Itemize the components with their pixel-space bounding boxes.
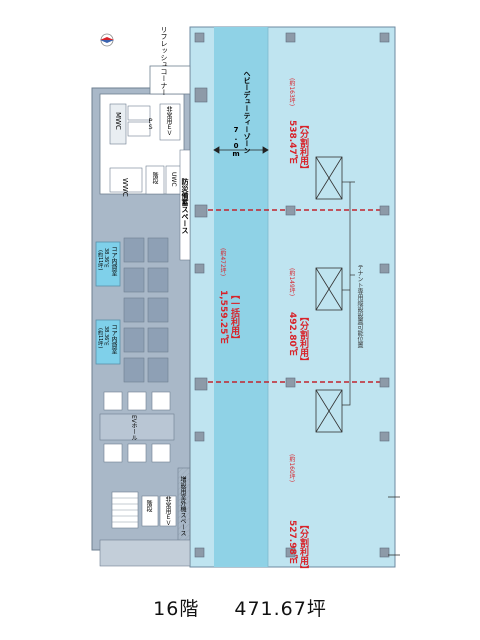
sub-ev-label: 非常用ＥＶ [164, 496, 171, 526]
whole-use-area: 1,559.25㎡ [218, 290, 228, 344]
floor-number: 16階 [153, 598, 200, 620]
disaster-storage-band [179, 149, 191, 261]
heavy-duty-zone-label: ヘビーデューティーゾーン [243, 70, 251, 154]
split-mid-title: 【分割利用】 [298, 312, 308, 366]
split-top-tsubo: (約163坪) [288, 78, 295, 107]
core-storage-lower-title: コア内貸室 [110, 324, 117, 354]
refresh-corner-area [149, 65, 191, 95]
floor-caption: 16階 471.67坪 [0, 594, 480, 621]
heavy-duty-zone [214, 27, 268, 567]
emergency-ev-label: 非常用ＥＶ [165, 106, 172, 136]
ev-hall [99, 413, 175, 441]
north-arrow-icon [100, 33, 114, 47]
whole-use-title: 【一括利用】 [229, 290, 239, 344]
core-storage-upper-room [95, 241, 121, 287]
dimension-arrow [213, 146, 269, 154]
split-top-area: 538.47㎡ [287, 120, 297, 164]
ev-hall-label: EVホール [130, 415, 137, 441]
mwc-label: MWC [114, 112, 122, 130]
split-mid-tsubo: (約149坪) [288, 268, 295, 297]
tenant-riser-shafts [315, 156, 343, 433]
core-storage-upper-tsubo: (約11坪) [97, 250, 103, 271]
core-storage-lower-room [95, 319, 121, 365]
core-storage-lower-area: 38.36㎡ [103, 326, 109, 346]
floor-area: 471.67坪 [234, 598, 327, 620]
stairs-label: 階段 [151, 172, 158, 184]
heavy-duty-width-label: 7.0m [232, 126, 240, 158]
core-storage-upper-area: 38.36㎡ [103, 248, 109, 268]
lower-stairs-label: 階段 [145, 500, 152, 512]
split-top-title: 【分割利用】 [298, 120, 308, 174]
ps-label: ＰＳ [146, 118, 153, 130]
core-storage-upper-title: コア内貸室 [110, 246, 117, 276]
columns [194, 32, 390, 558]
split-bottom-title: 【分割利用】 [298, 520, 308, 574]
split-mid-area: 492.80㎡ [287, 312, 297, 356]
outdoor-unit-label: 増設用室外機スペース [179, 476, 186, 536]
whole-use-tsubo: (約472坪) [219, 248, 226, 277]
uwc-label: UWC [170, 172, 177, 187]
wwc-label: WWC [121, 178, 129, 197]
split-bottom-tsubo: (約160坪) [288, 454, 295, 483]
refresh-corner-label: リフレッシュコーナー [160, 26, 168, 96]
core-storage-lower-tsubo: (約11坪) [97, 328, 103, 349]
split-bottom-area: 527.98㎡ [287, 520, 297, 564]
disaster-storage-label: 防災備蓄スペース [181, 178, 189, 234]
tenant-riser-label: テナント専用縦設設置可能位置 [356, 264, 363, 348]
